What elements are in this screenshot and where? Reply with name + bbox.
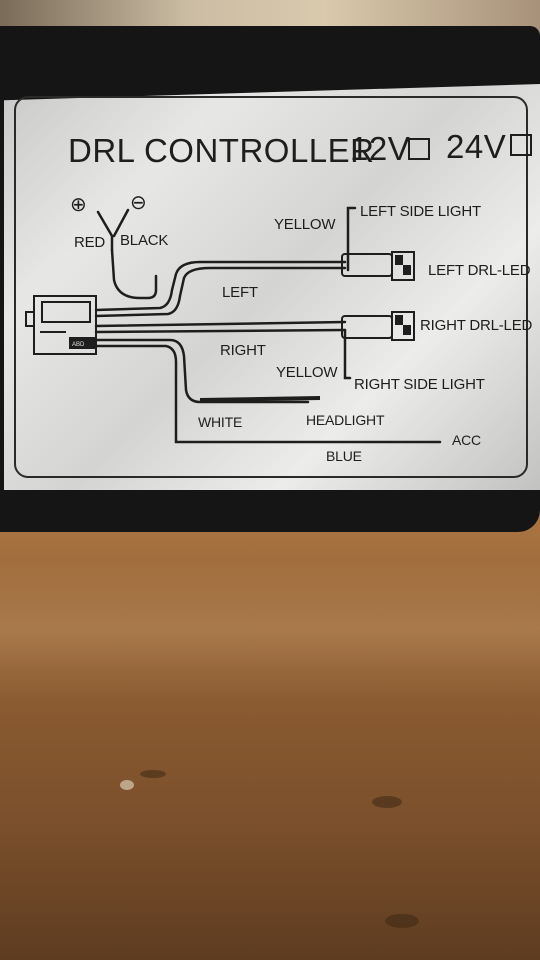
plus-symbol: ⊕ [70, 194, 87, 216]
voltage-24v: 24V [446, 128, 507, 165]
table-mark [140, 770, 166, 778]
acc-label: ACC [452, 432, 481, 448]
left-wire-2 [94, 266, 347, 318]
table-mark [120, 780, 134, 790]
voltage-12v: 12V [350, 130, 411, 167]
white-label: WHITE [198, 414, 243, 430]
left-drl-led-label: LEFT DRL-LED [428, 262, 531, 279]
blue-label: BLUE [326, 448, 362, 464]
minus-symbol: ⊖ [130, 192, 147, 214]
checkbox-24v [510, 134, 532, 156]
table-mark [385, 914, 419, 928]
black-label: BLACK [120, 232, 169, 249]
right-side-light-label: RIGHT SIDE LIGHT [354, 376, 485, 393]
left-connector [341, 251, 415, 281]
left-side-light-lead [346, 206, 357, 272]
headlight-label: HEADLIGHT [306, 412, 385, 428]
white-wire [94, 338, 310, 404]
right-wire [94, 320, 347, 328]
left-wire [94, 260, 347, 312]
yellow-top-label: YELLOW [274, 216, 336, 233]
label-border [14, 96, 528, 478]
headlight-wire [199, 396, 321, 402]
right-side-light-lead [343, 328, 352, 380]
left-side-light-label: LEFT SIDE LIGHT [360, 203, 481, 220]
right-wire-2 [94, 328, 347, 334]
module-text: ABD [72, 342, 85, 348]
red-label: RED [74, 234, 106, 251]
black-wire [112, 208, 130, 238]
right-drl-led-label: RIGHT DRL-LED [420, 317, 533, 334]
label-title: DRL CONTROLLER [68, 132, 375, 169]
right-label: RIGHT [220, 342, 266, 359]
right-connector [341, 311, 415, 341]
red-wire [96, 210, 114, 252]
table-mark [372, 796, 402, 808]
label-plate [4, 84, 540, 490]
left-label: LEFT [222, 284, 258, 301]
checkbox-12v [408, 138, 430, 160]
blue-wire [94, 344, 442, 444]
yellow-bottom-label: YELLOW [276, 364, 338, 381]
table-reflection [0, 560, 540, 700]
controller-module [25, 295, 97, 355]
power-lead [110, 248, 158, 300]
